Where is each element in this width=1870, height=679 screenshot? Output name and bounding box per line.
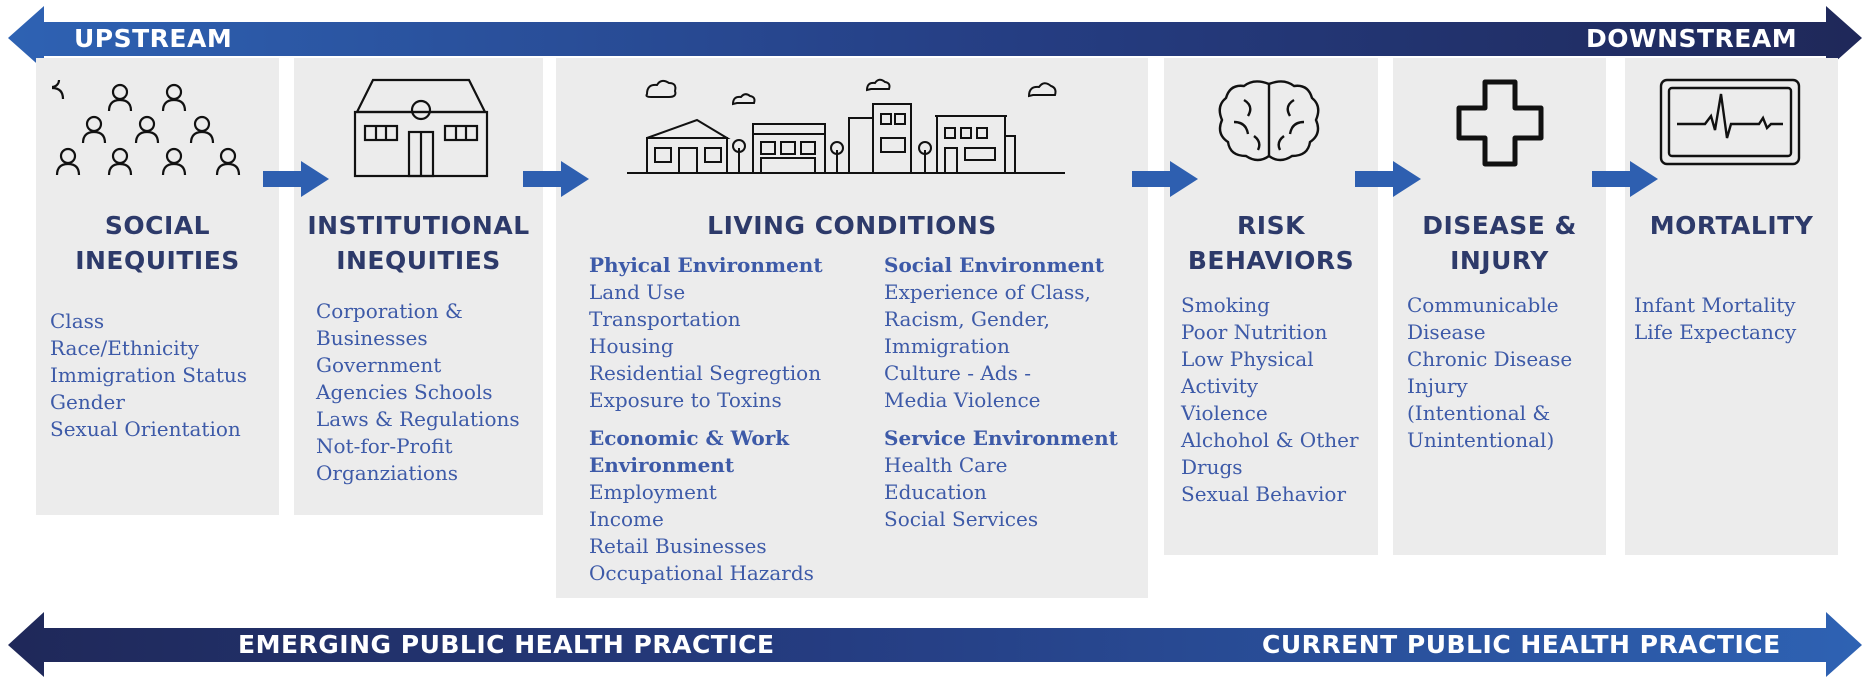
list-item: Gender: [50, 390, 125, 414]
list-item: Experience of Class,: [884, 280, 1091, 304]
brain-icon: [1218, 80, 1320, 162]
list-item: Occupational Hazards: [589, 561, 814, 585]
service-environment-heading: Service Environment: [884, 426, 1118, 450]
disease-injury-list: Communicable Disease Chronic Disease Inj…: [1407, 292, 1572, 454]
list-item: Life Expectancy: [1634, 320, 1797, 344]
physical-environment-heading: Phyical Environment: [589, 253, 823, 277]
list-item: Laws & Regulations: [316, 407, 520, 431]
double-arrow-band-bottom: [8, 612, 1862, 677]
list-item: Sexual Orientation: [50, 417, 241, 441]
physical-environment-list: Phyical Environment Land Use Transportat…: [589, 252, 823, 414]
list-item: Agencies Schools: [316, 380, 493, 404]
risk-behaviors-list: Smoking Poor Nutrition Low Physical Acti…: [1181, 292, 1359, 508]
list-item: Communicable: [1407, 293, 1559, 317]
disease-injury-title: DISEASE & INJURY: [1422, 211, 1577, 275]
list-item: Unintentional): [1407, 428, 1555, 452]
list-item: Social Services: [884, 507, 1039, 531]
list-item: Retail Businesses: [589, 534, 767, 558]
neighborhood-icon: [627, 78, 1065, 174]
flow-arrow-1: [263, 161, 329, 197]
list-item: Health Care: [884, 453, 1008, 477]
flow-arrow-2: [523, 161, 589, 197]
list-item: Government: [316, 353, 442, 377]
list-item: Residential Segregtion: [589, 361, 822, 385]
risk-behaviors-title: RISK BEHAVIORS: [1187, 211, 1355, 275]
flow-arrow-5: [1592, 161, 1658, 197]
living-conditions-title: LIVING CONDITIONS: [707, 211, 997, 240]
list-item: Employment: [589, 480, 717, 504]
list-item: (Intentional &: [1407, 401, 1551, 425]
flow-arrow-3: [1132, 161, 1198, 197]
list-item: Businesses: [316, 326, 428, 350]
list-item: Exposure to Toxins: [589, 388, 782, 412]
building-icon: [353, 78, 489, 178]
social-environment-heading: Social Environment: [884, 253, 1105, 277]
list-item: Injury: [1407, 374, 1468, 398]
mortality-list: Infant Mortality Life Expectancy: [1634, 292, 1796, 346]
economic-environment-heading-2: Environment: [589, 453, 735, 477]
list-item: Immigration: [884, 334, 1010, 358]
disease-injury-panel: [1393, 58, 1606, 555]
list-item: Education: [884, 480, 987, 504]
list-item: Activity: [1181, 374, 1259, 398]
list-item: Sexual Behavior: [1181, 482, 1347, 506]
institutional-inequities-list: Corporation & Businesses Government Agen…: [316, 298, 520, 487]
list-item: Not-for-Profit: [316, 434, 453, 458]
social-inequities-title: SOCIAL INEQUITIES: [75, 211, 240, 275]
list-item: Violence: [1181, 401, 1268, 425]
list-item: Racism, Gender,: [884, 307, 1051, 331]
list-item: Media Violence: [884, 388, 1041, 412]
economic-environment-list: Economic & Work Environment Employment I…: [589, 425, 814, 587]
risk-behaviors-panel: [1164, 58, 1378, 555]
list-item: Income: [589, 507, 664, 531]
double-arrow-band-top: [8, 6, 1862, 70]
list-item: Corporation &: [316, 299, 463, 323]
downstream-label: DOWNSTREAM: [1586, 24, 1798, 53]
social-environment-list: Social Environment Experience of Class, …: [884, 252, 1104, 414]
emerging-practice-label: EMERGING PUBLIC HEALTH PRACTICE: [238, 630, 775, 659]
list-item: Poor Nutrition: [1181, 320, 1328, 344]
list-item: Alchohol & Other: [1181, 428, 1359, 452]
service-environment-list: Service Environment Health Care Educatio…: [884, 425, 1118, 533]
list-item: Drugs: [1181, 455, 1243, 479]
current-practice-label: CURRENT PUBLIC HEALTH PRACTICE: [1262, 630, 1781, 659]
list-item: Infant Mortality: [1634, 293, 1796, 317]
list-item: Class: [50, 309, 105, 333]
list-item: Housing: [589, 334, 674, 358]
social-inequities-list: Class Race/Ethnicity Immigration Status …: [50, 308, 247, 443]
list-item: Disease: [1407, 320, 1486, 344]
list-item: Immigration Status: [50, 363, 248, 387]
upstream-label: UPSTREAM: [74, 24, 233, 53]
public-health-practice-band: EMERGING PUBLIC HEALTH PRACTICE CURRENT …: [8, 608, 1862, 678]
social-inequities-panel: [36, 58, 279, 515]
list-item: Chronic Disease: [1407, 347, 1573, 371]
list-item: Culture - Ads -: [884, 361, 1031, 385]
list-item: Land Use: [589, 280, 686, 304]
medical-cross-icon: [1456, 79, 1544, 167]
economic-environment-heading: Economic & Work: [589, 426, 790, 450]
flow-arrow-4: [1355, 161, 1421, 197]
list-item: Organziations: [316, 461, 459, 485]
heart-monitor-icon: [1659, 78, 1801, 166]
institutional-inequities-panel: [294, 58, 543, 515]
mortality-title: MORTALITY: [1649, 211, 1814, 240]
institutional-inequities-title: INSTITUTIONAL INEQUITIES: [307, 211, 530, 275]
list-item: Low Physical: [1181, 347, 1314, 371]
list-item: Transportation: [589, 307, 741, 331]
upstream-downstream-band: UPSTREAM DOWNSTREAM: [8, 0, 1862, 70]
list-item: Race/Ethnicity: [50, 336, 199, 360]
people-icon: [52, 80, 241, 177]
list-item: Smoking: [1181, 293, 1270, 317]
